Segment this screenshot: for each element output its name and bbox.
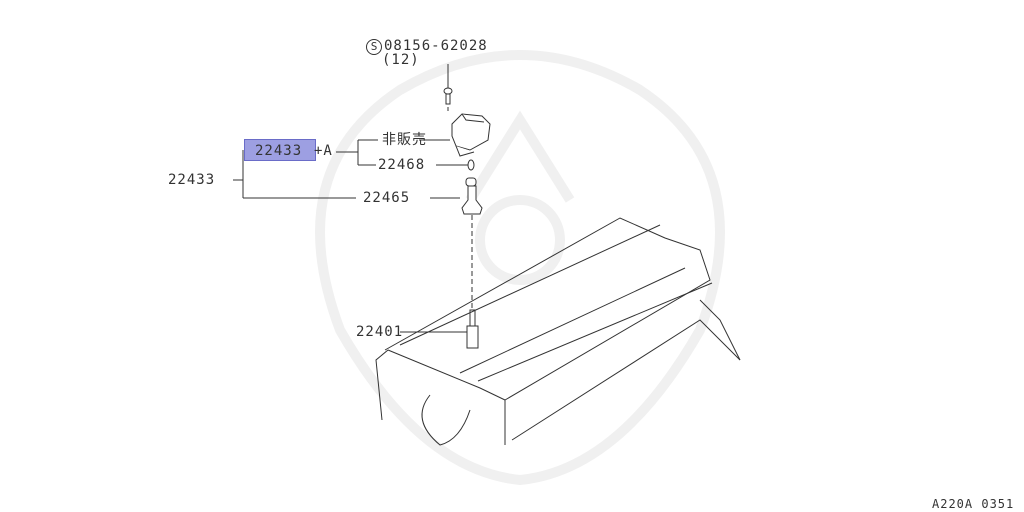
not-sold-label: 非販売 [382,132,427,148]
ignition-coil-drawing [451,113,491,157]
part-number-22401[interactable]: 22401 [356,324,404,340]
figure-code: A220A 0351 [932,497,1015,511]
plus-a-label: +A [314,143,333,159]
engine-cover-drawing [375,217,741,446]
part-number-22433-highlighted[interactable]: 22433 [255,143,303,159]
part-number-22433[interactable]: 22433 [168,172,216,188]
service-symbol-icon: S [366,38,382,55]
highlighted-part-box[interactable] [244,139,316,161]
coil-boot-drawing [461,177,483,215]
bolt-quantity: (12) [382,52,420,68]
watermark-emblem [315,50,725,486]
spark-plug-drawing [466,309,479,349]
part-number-22465[interactable]: 22465 [363,190,411,206]
part-number-22468[interactable]: 22468 [378,157,426,173]
part-number-08156-62028[interactable]: 08156-62028 [384,38,488,54]
